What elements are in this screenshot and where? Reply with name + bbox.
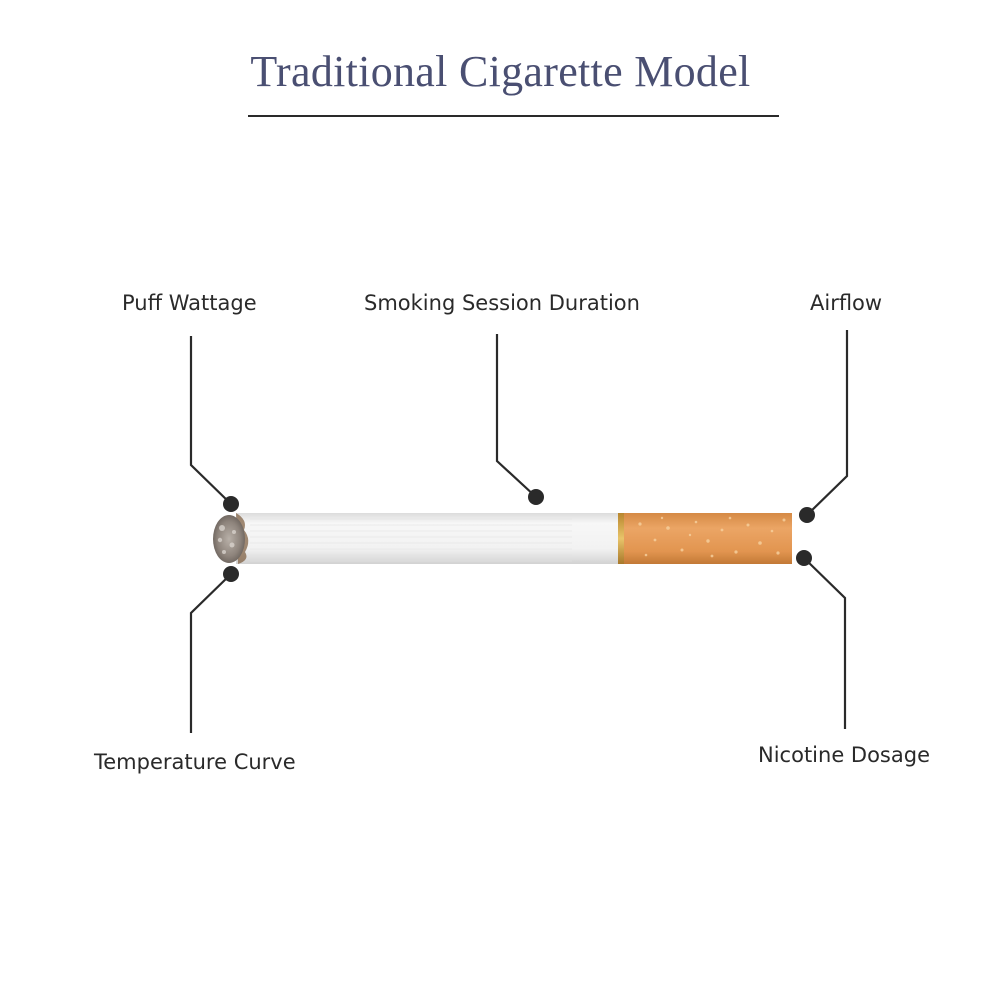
cigarette-paper-texture	[250, 515, 572, 562]
cigarette-icon	[213, 513, 792, 564]
filter-speckles	[638, 516, 786, 558]
page-title: Traditional Cigarette Model	[250, 47, 751, 96]
callout-dot-puff-wattage	[223, 496, 239, 512]
ash-texture	[217, 525, 236, 554]
cigarette-filter	[624, 513, 792, 564]
title-underline	[248, 115, 779, 117]
label-airflow: Airflow	[810, 291, 883, 315]
callout-line-airflow	[806, 330, 849, 516]
callout-line-temperature-curve	[189, 573, 232, 733]
label-puff-wattage: Puff Wattage	[122, 291, 257, 315]
label-temperature-curve: Temperature Curve	[94, 750, 296, 774]
callout-dot-airflow	[799, 507, 815, 523]
callout-dot-nicotine-dosage	[796, 550, 812, 566]
callout-line-nicotine-dosage	[803, 557, 847, 729]
label-nicotine-dosage: Nicotine Dosage	[758, 743, 930, 767]
label-smoking-session-duration: Smoking Session Duration	[364, 291, 640, 315]
callout-line-session-duration	[495, 334, 537, 498]
callout-dot-temperature-curve	[223, 566, 239, 582]
callout-dot-session-duration	[528, 489, 544, 505]
callout-line-puff-wattage	[189, 336, 232, 505]
cigarette-ash	[213, 515, 245, 563]
cigarette-band	[618, 513, 624, 564]
